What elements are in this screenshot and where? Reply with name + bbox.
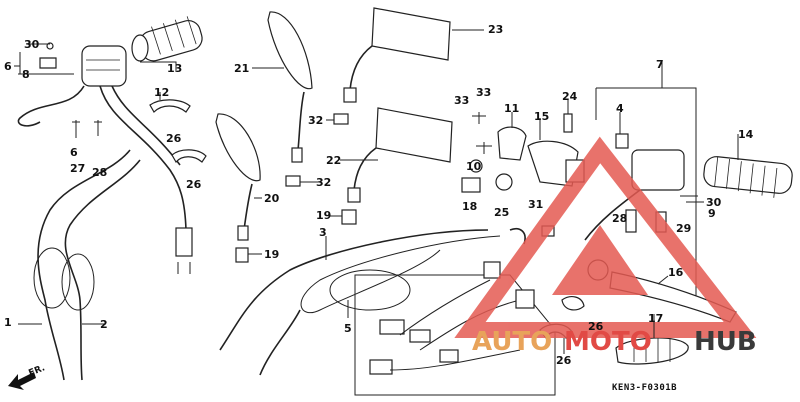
mirror-22 [341, 107, 453, 225]
label-28-left: 28 [92, 166, 107, 179]
figure-code: KEN3-F0301B [612, 383, 677, 393]
label-14: 14 [738, 128, 754, 141]
label-25: 25 [494, 206, 509, 219]
label-22: 22 [326, 154, 341, 167]
part-labels: 1 2 3 4 5 6 6 7 8 9 10 11 12 13 14 15 16… [4, 23, 754, 367]
clamp-26-left [171, 149, 207, 164]
label-20: 20 [264, 192, 280, 205]
label-17: 17 [648, 312, 663, 325]
label-18: 18 [462, 200, 477, 213]
watermark-moto: MOTO [564, 327, 652, 357]
label-13: 13 [167, 62, 182, 75]
center-parts [461, 112, 585, 237]
label-27: 27 [70, 162, 85, 175]
front-direction-indicator: FR. [8, 363, 47, 390]
label-19-lower: 19 [264, 248, 279, 261]
label-15: 15 [534, 110, 549, 123]
leader-lines [14, 29, 739, 354]
label-24: 24 [562, 90, 578, 103]
label-16: 16 [668, 266, 684, 279]
label-29: 29 [676, 222, 691, 235]
label-26-c: 26 [588, 320, 604, 333]
label-2: 2 [100, 318, 108, 331]
label-30-left: 30 [24, 38, 40, 51]
label-9: 9 [708, 207, 716, 220]
label-28-right: 28 [612, 212, 627, 225]
label-23: 23 [488, 23, 503, 36]
label-1: 1 [4, 316, 12, 329]
label-8: 8 [22, 68, 30, 81]
left-grip [131, 16, 203, 62]
label-32-lower: 32 [316, 176, 331, 189]
mirror-23 [343, 7, 451, 103]
clamp-12 [149, 99, 191, 113]
label-26-a: 26 [166, 132, 182, 145]
mirror-20 [215, 113, 261, 263]
label-6-screw: 6 [70, 146, 78, 159]
throttle-cables [33, 149, 141, 381]
left-switch-housing [17, 42, 193, 274]
front-direction-label: FR. [27, 363, 46, 379]
label-3: 3 [319, 226, 327, 239]
label-31: 31 [528, 198, 543, 211]
label-30-right: 30 [706, 196, 722, 209]
bracket-7 [596, 87, 697, 300]
label-33-b: 33 [476, 86, 491, 99]
nut-32-lower [285, 175, 301, 187]
label-26-d: 26 [556, 354, 572, 367]
label-32-upper: 32 [308, 114, 323, 127]
label-26-b: 26 [186, 178, 202, 191]
label-19-upper: 19 [316, 209, 331, 222]
boot-17 [615, 337, 689, 365]
watermark-text: AUTO MOTO HUB [472, 327, 757, 357]
label-21: 21 [234, 62, 249, 75]
screws-27-28 [72, 120, 102, 138]
watermark-logo [454, 136, 757, 338]
label-33-a: 33 [454, 94, 469, 107]
wire-harness-5 [369, 228, 535, 375]
nut-32-upper [333, 113, 349, 125]
label-5: 5 [344, 322, 352, 335]
label-10: 10 [466, 160, 482, 173]
label-6-switch: 6 [4, 60, 12, 73]
right-grip [703, 156, 793, 198]
clutch-cable [219, 229, 501, 376]
label-11: 11 [504, 102, 519, 115]
label-7: 7 [656, 58, 664, 71]
watermark-hub: HUB [694, 327, 757, 357]
watermark-auto: AUTO [472, 327, 552, 357]
mirror-21 [267, 11, 313, 163]
label-12: 12 [154, 86, 169, 99]
label-4: 4 [616, 102, 624, 115]
